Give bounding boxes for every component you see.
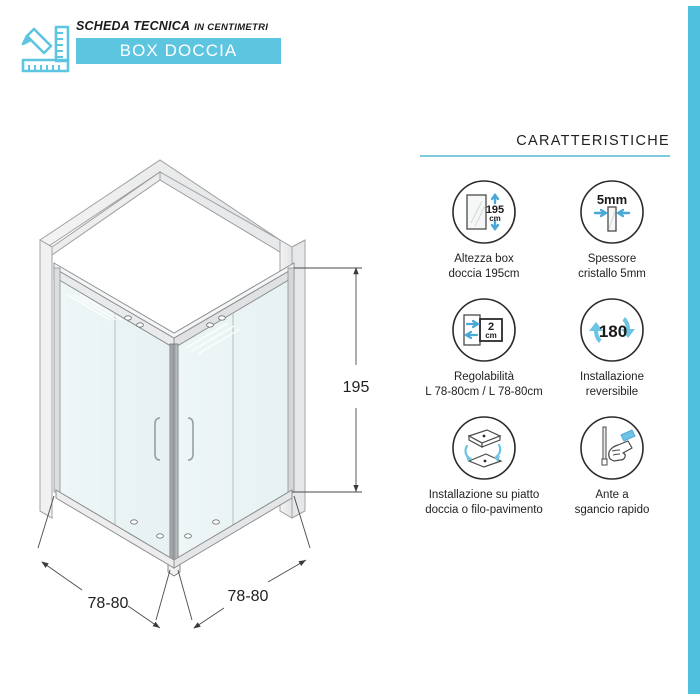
right-accent-bar (688, 6, 700, 694)
features-title: CARATTERISTICHE (516, 133, 670, 149)
bottom-rails (55, 489, 293, 569)
corner-post (167, 343, 181, 577)
right-jamb (287, 267, 295, 493)
dimension-height-label: 195 (343, 379, 370, 396)
feature-label-quick-release: Ante a sgancio rapido (574, 489, 650, 516)
feature-label-adjustability: Regolabilità L 78-80cm / L 78-80cm (425, 371, 543, 398)
tray-or-floor-install-icon (451, 415, 517, 481)
dimension-right (177, 495, 311, 629)
feature-item-thickness: 5mm Spessore cristallo 5mm (548, 179, 676, 281)
quick-release-door-icon (579, 415, 645, 481)
features-panel: CARATTERISTICHE 195 cm (420, 132, 676, 517)
feature-label-height: Altezza box doccia 195cm (448, 253, 520, 280)
dimension-left-label: 78-80 (88, 595, 129, 612)
door-handles (154, 417, 194, 461)
product-title-band: BOX DOCCIA (76, 38, 281, 64)
feature-label-thickness: Spessore cristallo 5mm (578, 253, 646, 280)
title-sub: IN CENTIMETRI (194, 22, 269, 33)
pencil-ruler-icon (18, 22, 74, 76)
features-grid: 195 cm Altezza box doccia 195cm 5mm (420, 179, 676, 517)
feature-item-adjustability: 2 cm Regolabilità L 78-80cm / L 78-80cm (420, 297, 548, 399)
adjustability-icon: 2 cm (451, 297, 517, 363)
features-header: CARATTERISTICHE (420, 132, 676, 157)
feature-label-reversible: Installazione reversibile (580, 371, 644, 398)
icon-unit-cm-2: cm (485, 331, 497, 340)
glass-highlights (67, 294, 241, 355)
reversible-180-icon: 180 (579, 297, 645, 363)
glass-thickness-icon: 5mm (579, 179, 645, 245)
dimension-height (292, 267, 362, 493)
shower-height-icon: 195 cm (451, 179, 517, 245)
icon-value-5mm: 5mm (597, 192, 627, 207)
glass-panel-left (55, 277, 175, 561)
title-main: SCHEDA TECNICA (76, 19, 191, 33)
features-underline (420, 155, 670, 157)
icon-value-2: 2 (488, 321, 494, 333)
feature-item-installation: Installazione su piatto doccia o filo-pa… (420, 415, 548, 517)
shower-enclosure-drawing: 195 78-80 78-80 (10, 120, 420, 640)
feature-label-installation: Installazione su piatto doccia o filo-pa… (425, 489, 543, 516)
icon-value-180: 180 (599, 322, 627, 341)
roller-fittings (124, 315, 226, 539)
feature-item-quick-release: Ante a sgancio rapido (548, 415, 676, 517)
icon-unit-cm: cm (489, 214, 501, 223)
dimension-right-label: 78-80 (228, 588, 269, 605)
dimension-left (37, 495, 171, 629)
left-jamb (53, 267, 61, 493)
feature-item-height: 195 cm Altezza box doccia 195cm (420, 179, 548, 281)
icon-value-195: 195 (486, 204, 504, 216)
feature-item-reversible: 180 Installazione reversibile (548, 297, 676, 399)
